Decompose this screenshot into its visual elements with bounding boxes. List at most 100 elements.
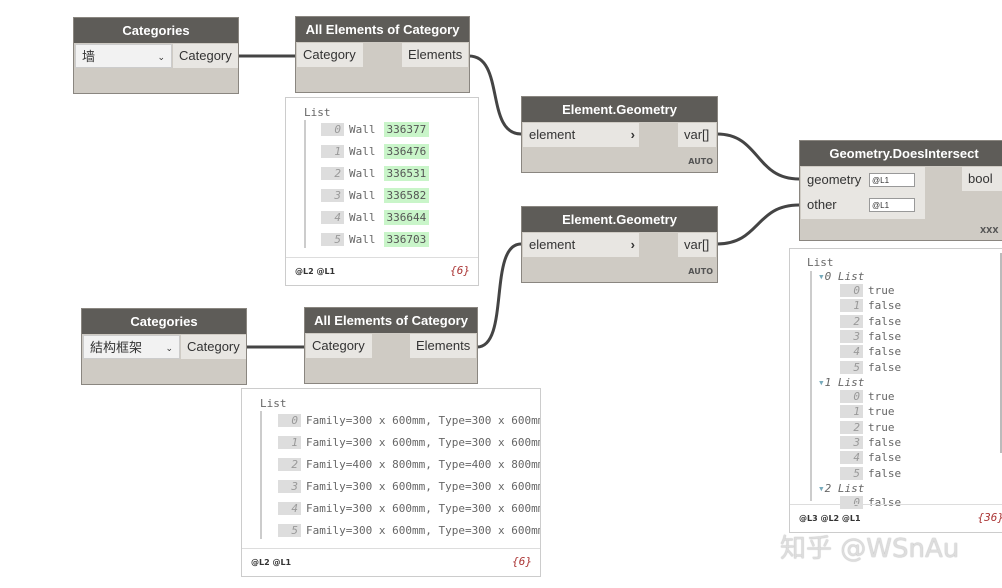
node-title: Geometry.DoesIntersect xyxy=(800,141,1002,166)
scrollbar[interactable] xyxy=(1000,253,1002,453)
output-port[interactable]: var[] xyxy=(678,123,716,147)
list-header: List xyxy=(807,256,834,269)
input-port[interactable]: Category xyxy=(306,334,372,358)
list-levels: @L3 @L2 @L1 xyxy=(799,514,861,523)
item-value: Family=300 x 600mm, Type=300 x 600mm xyxy=(306,480,541,493)
port-label: element xyxy=(529,237,576,252)
element-id[interactable]: 336703 xyxy=(383,232,430,247)
level-selector[interactable]: @L1 xyxy=(869,173,915,187)
list-item: 2 false xyxy=(840,314,902,328)
output-port[interactable]: Category xyxy=(181,335,246,359)
collapse-icon[interactable]: ▾ xyxy=(818,482,825,495)
output-port[interactable]: var[] xyxy=(678,233,716,257)
level-selector[interactable]: @L1 xyxy=(869,198,915,212)
node-title: Categories xyxy=(74,18,238,43)
input-port[interactable]: Category xyxy=(297,43,363,67)
node-title: All Elements of Category xyxy=(296,17,469,42)
item-value: Wall xyxy=(349,233,376,246)
item-index: 3 xyxy=(840,329,863,343)
category-dropdown[interactable]: 墙⌄ xyxy=(75,44,172,68)
item-value: Family=300 x 600mm, Type=300 x 600mm xyxy=(306,524,541,537)
output-port[interactable]: Category xyxy=(173,44,238,68)
item-index: 5 xyxy=(278,524,301,537)
element-id[interactable]: 336377 xyxy=(383,122,430,137)
other-input-port[interactable]: other xyxy=(807,197,837,212)
list-item: 5 false xyxy=(840,360,902,374)
item-index: 2 xyxy=(840,314,863,328)
sublist-header[interactable]: ▾1 List xyxy=(818,376,864,389)
item-index: 3 xyxy=(278,480,301,493)
item-index: 5 xyxy=(840,360,863,374)
item-index: 2 xyxy=(840,420,863,434)
sublist-header[interactable]: ▾2 List xyxy=(818,482,864,495)
element-id[interactable]: 336644 xyxy=(383,210,430,225)
output-port[interactable]: bool xyxy=(962,167,1002,191)
item-value: false xyxy=(868,345,902,359)
dropdown-value: 墙 xyxy=(82,49,96,64)
item-value: false xyxy=(868,360,902,374)
item-value: Family=300 x 600mm, Type=300 x 600mm xyxy=(306,414,541,427)
input-port[interactable]: element› xyxy=(523,233,639,257)
wire xyxy=(468,54,522,136)
element-geometry-node[interactable]: Element.Geometry element› var[] AUTO xyxy=(521,96,718,173)
item-value: Family=300 x 600mm, Type=300 x 600mm xyxy=(306,436,541,449)
item-index: 4 xyxy=(321,211,344,224)
list-item: 2 true xyxy=(840,420,895,434)
categories-node[interactable]: Categories 結构框架⌄ Category xyxy=(81,308,247,385)
watermark: 知乎 @WSnAu xyxy=(780,534,960,564)
item-value: false xyxy=(868,314,902,328)
list-levels: @L2 @L1 xyxy=(251,558,292,567)
item-index: 3 xyxy=(840,435,863,449)
lacing-label: AUTO xyxy=(688,157,713,166)
item-index: 1 xyxy=(840,299,863,313)
output-port[interactable]: Elements xyxy=(410,334,476,358)
item-index: 0 xyxy=(278,414,301,427)
collapse-icon[interactable]: ▾ xyxy=(818,376,825,389)
input-port[interactable]: element› xyxy=(523,123,639,147)
item-index: 3 xyxy=(321,189,344,202)
all-elements-node[interactable]: All Elements of Category Category Elemen… xyxy=(295,16,470,93)
element-id[interactable]: 336531 xyxy=(383,166,430,181)
node-title: Categories xyxy=(82,309,246,334)
list-levels: @L2 @L1 xyxy=(295,267,336,276)
list-item: 5 Family=300 x 600mm, Type=300 x 600mm xyxy=(278,524,541,537)
element-id[interactable]: 336582 xyxy=(383,188,430,203)
element-id[interactable]: 336476 xyxy=(383,144,430,159)
categories-node[interactable]: Categories 墙⌄ Category xyxy=(73,17,239,94)
category-dropdown[interactable]: 結构框架⌄ xyxy=(83,335,180,359)
item-value: Wall xyxy=(349,123,376,136)
port-label: element xyxy=(529,127,576,142)
item-index: 0 xyxy=(321,123,344,136)
item-index: 0 xyxy=(840,390,863,403)
item-index: 5 xyxy=(840,466,863,480)
item-index: 1 xyxy=(321,145,344,158)
element-geometry-node[interactable]: Element.Geometry element› var[] AUTO xyxy=(521,206,718,283)
item-count: {36} xyxy=(977,511,1002,524)
item-count: {6} xyxy=(512,555,532,568)
item-index: 0 xyxy=(840,496,863,509)
output-port[interactable]: Elements xyxy=(402,43,468,67)
item-count: {6} xyxy=(450,264,470,277)
does-intersect-node[interactable]: Geometry.DoesIntersect geometry @L1 othe… xyxy=(799,140,1002,241)
item-index: 4 xyxy=(840,451,863,465)
collapse-icon[interactable]: ▾ xyxy=(818,270,825,283)
item-value: true xyxy=(868,420,895,434)
geometry-input-port[interactable]: geometry xyxy=(807,172,862,187)
sublist-header[interactable]: ▾0 List xyxy=(818,270,864,283)
all-elements-node[interactable]: All Elements of Category Category Elemen… xyxy=(304,307,478,384)
node-title: Element.Geometry xyxy=(522,207,717,232)
